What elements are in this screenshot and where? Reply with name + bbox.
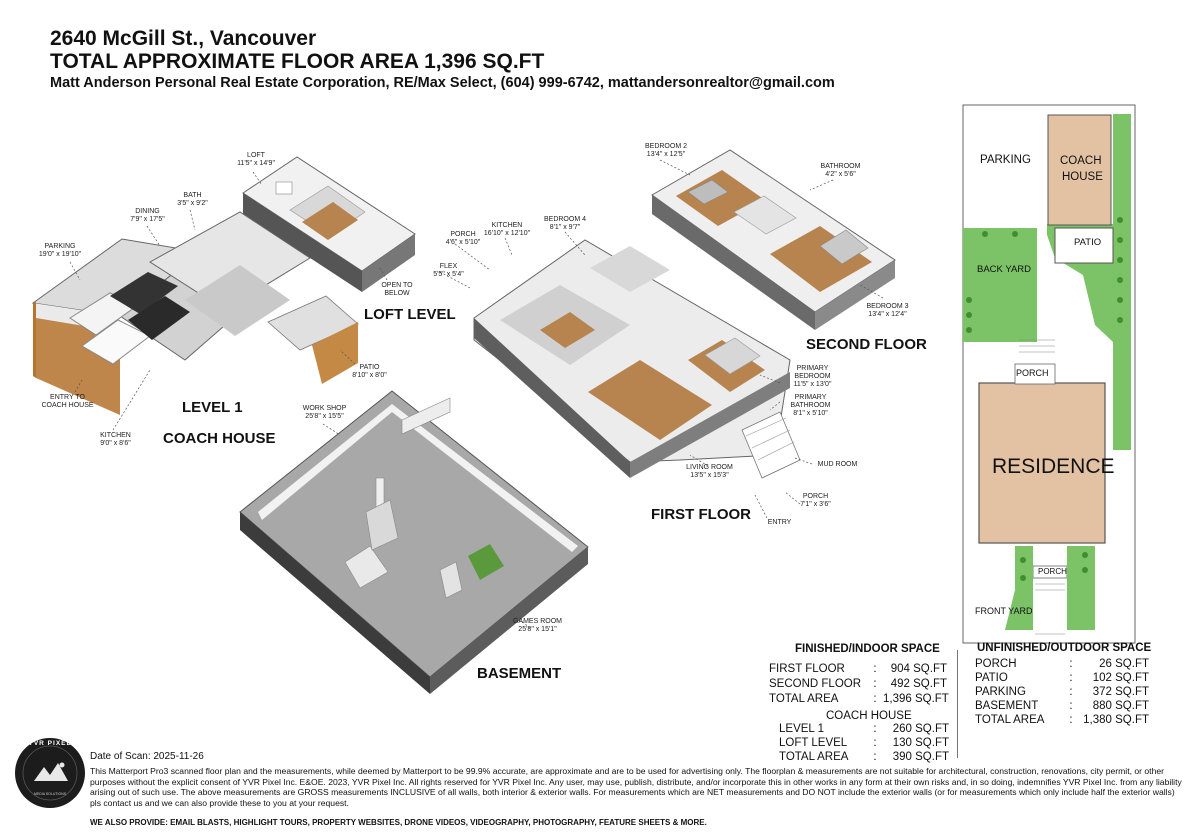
total-area-title: TOTAL APPROXIMATE FLOOR AREA 1,396 SQ.FT bbox=[50, 50, 545, 73]
finished-row: SECOND FLOOR:492 SQ.FT bbox=[769, 678, 947, 690]
coach-row: TOTAL AREA:390 SQ.FT bbox=[779, 751, 949, 763]
basement-plan bbox=[239, 390, 589, 694]
coach-row: LEVEL 1:260 SQ.FT bbox=[779, 723, 949, 735]
yvr-pixel-logo bbox=[15, 738, 85, 808]
unfinished-row: BASEMENT:880 SQ.FT bbox=[975, 700, 1149, 712]
level-title-basement: BASEMENT bbox=[477, 665, 562, 682]
level-title-first-floor: FIRST FLOOR bbox=[651, 506, 751, 523]
finished-space-title: FINISHED/INDOOR SPACE bbox=[795, 643, 940, 655]
site-label-front-yard: FRONT YARD bbox=[975, 606, 1033, 616]
finished-space-table: FIRST FLOOR:904 SQ.FT SECOND FLOOR:492 S… bbox=[769, 662, 949, 707]
finished-row: FIRST FLOOR:904 SQ.FT bbox=[769, 663, 947, 675]
site-label-coach-house-1: COACH bbox=[1060, 155, 1102, 167]
address-title: 2640 McGill St., Vancouver bbox=[50, 27, 317, 50]
room-label-mud-room: MUD ROOM bbox=[817, 461, 858, 468]
unfinished-row: TOTAL AREA:1,380 SQ.FT bbox=[975, 714, 1149, 726]
site-label-residence: RESIDENCE bbox=[992, 455, 1115, 478]
level-title-level1: LEVEL 1 bbox=[182, 399, 243, 416]
coach-row: LOFT LEVEL:130 SQ.FT bbox=[779, 737, 949, 749]
unfinished-row: PATIO:102 SQ.FT bbox=[975, 672, 1149, 684]
logo-text-top: YVR PIXEL bbox=[28, 740, 72, 747]
site-label-porch-front: PORCH bbox=[1038, 567, 1067, 576]
table-divider bbox=[957, 650, 958, 758]
agent-line: Matt Anderson Personal Real Estate Corpo… bbox=[50, 75, 835, 91]
first-floor-plan bbox=[473, 239, 801, 479]
unfinished-row: PARKING:372 SQ.FT bbox=[975, 686, 1149, 698]
coach-house-plan bbox=[31, 211, 359, 415]
level-title-coach-house: COACH HOUSE bbox=[163, 430, 276, 447]
coach-house-area-table: LEVEL 1:260 SQ.FT LOFT LEVEL:130 SQ.FT T… bbox=[779, 722, 949, 764]
level-title-second-floor: SECOND FLOOR bbox=[806, 336, 927, 353]
room-label-entry: ENTRY bbox=[767, 519, 792, 526]
site-label-parking: PARKING bbox=[980, 154, 1031, 166]
disclaimer: This Matterport Pro3 scanned floor plan … bbox=[90, 766, 1182, 808]
finished-row: TOTAL AREA:1,396 SQ.FT bbox=[769, 693, 949, 705]
also-provide: WE ALSO PROVIDE: EMAIL BLASTS, HIGHLIGHT… bbox=[90, 818, 707, 827]
level-title-loft: LOFT LEVEL bbox=[364, 306, 456, 323]
second-floor-plan bbox=[651, 149, 896, 330]
site-label-coach-house-2: HOUSE bbox=[1062, 171, 1103, 183]
site-plan bbox=[962, 104, 1136, 644]
site-label-back-yard: BACK YARD bbox=[977, 264, 1032, 275]
unfinished-space-title: UNFINISHED/OUTDOOR SPACE bbox=[977, 642, 1152, 654]
scan-date: Date of Scan: 2025-11-26 bbox=[90, 751, 204, 762]
loft-level-plan bbox=[242, 156, 416, 292]
logo-text-bottom: MEDIA SOLUTIONS bbox=[33, 792, 67, 796]
site-label-patio: PATIO bbox=[1074, 237, 1102, 248]
coach-house-area-title: COACH HOUSE bbox=[826, 710, 912, 722]
unfinished-row: PORCH:26 SQ.FT bbox=[975, 658, 1149, 670]
unfinished-space-table: PORCH:26 SQ.FT PATIO:102 SQ.FT PARKING:3… bbox=[975, 657, 1149, 727]
site-label-porch-back: PORCH bbox=[1016, 368, 1049, 378]
label-leader-lines bbox=[69, 159, 884, 629]
